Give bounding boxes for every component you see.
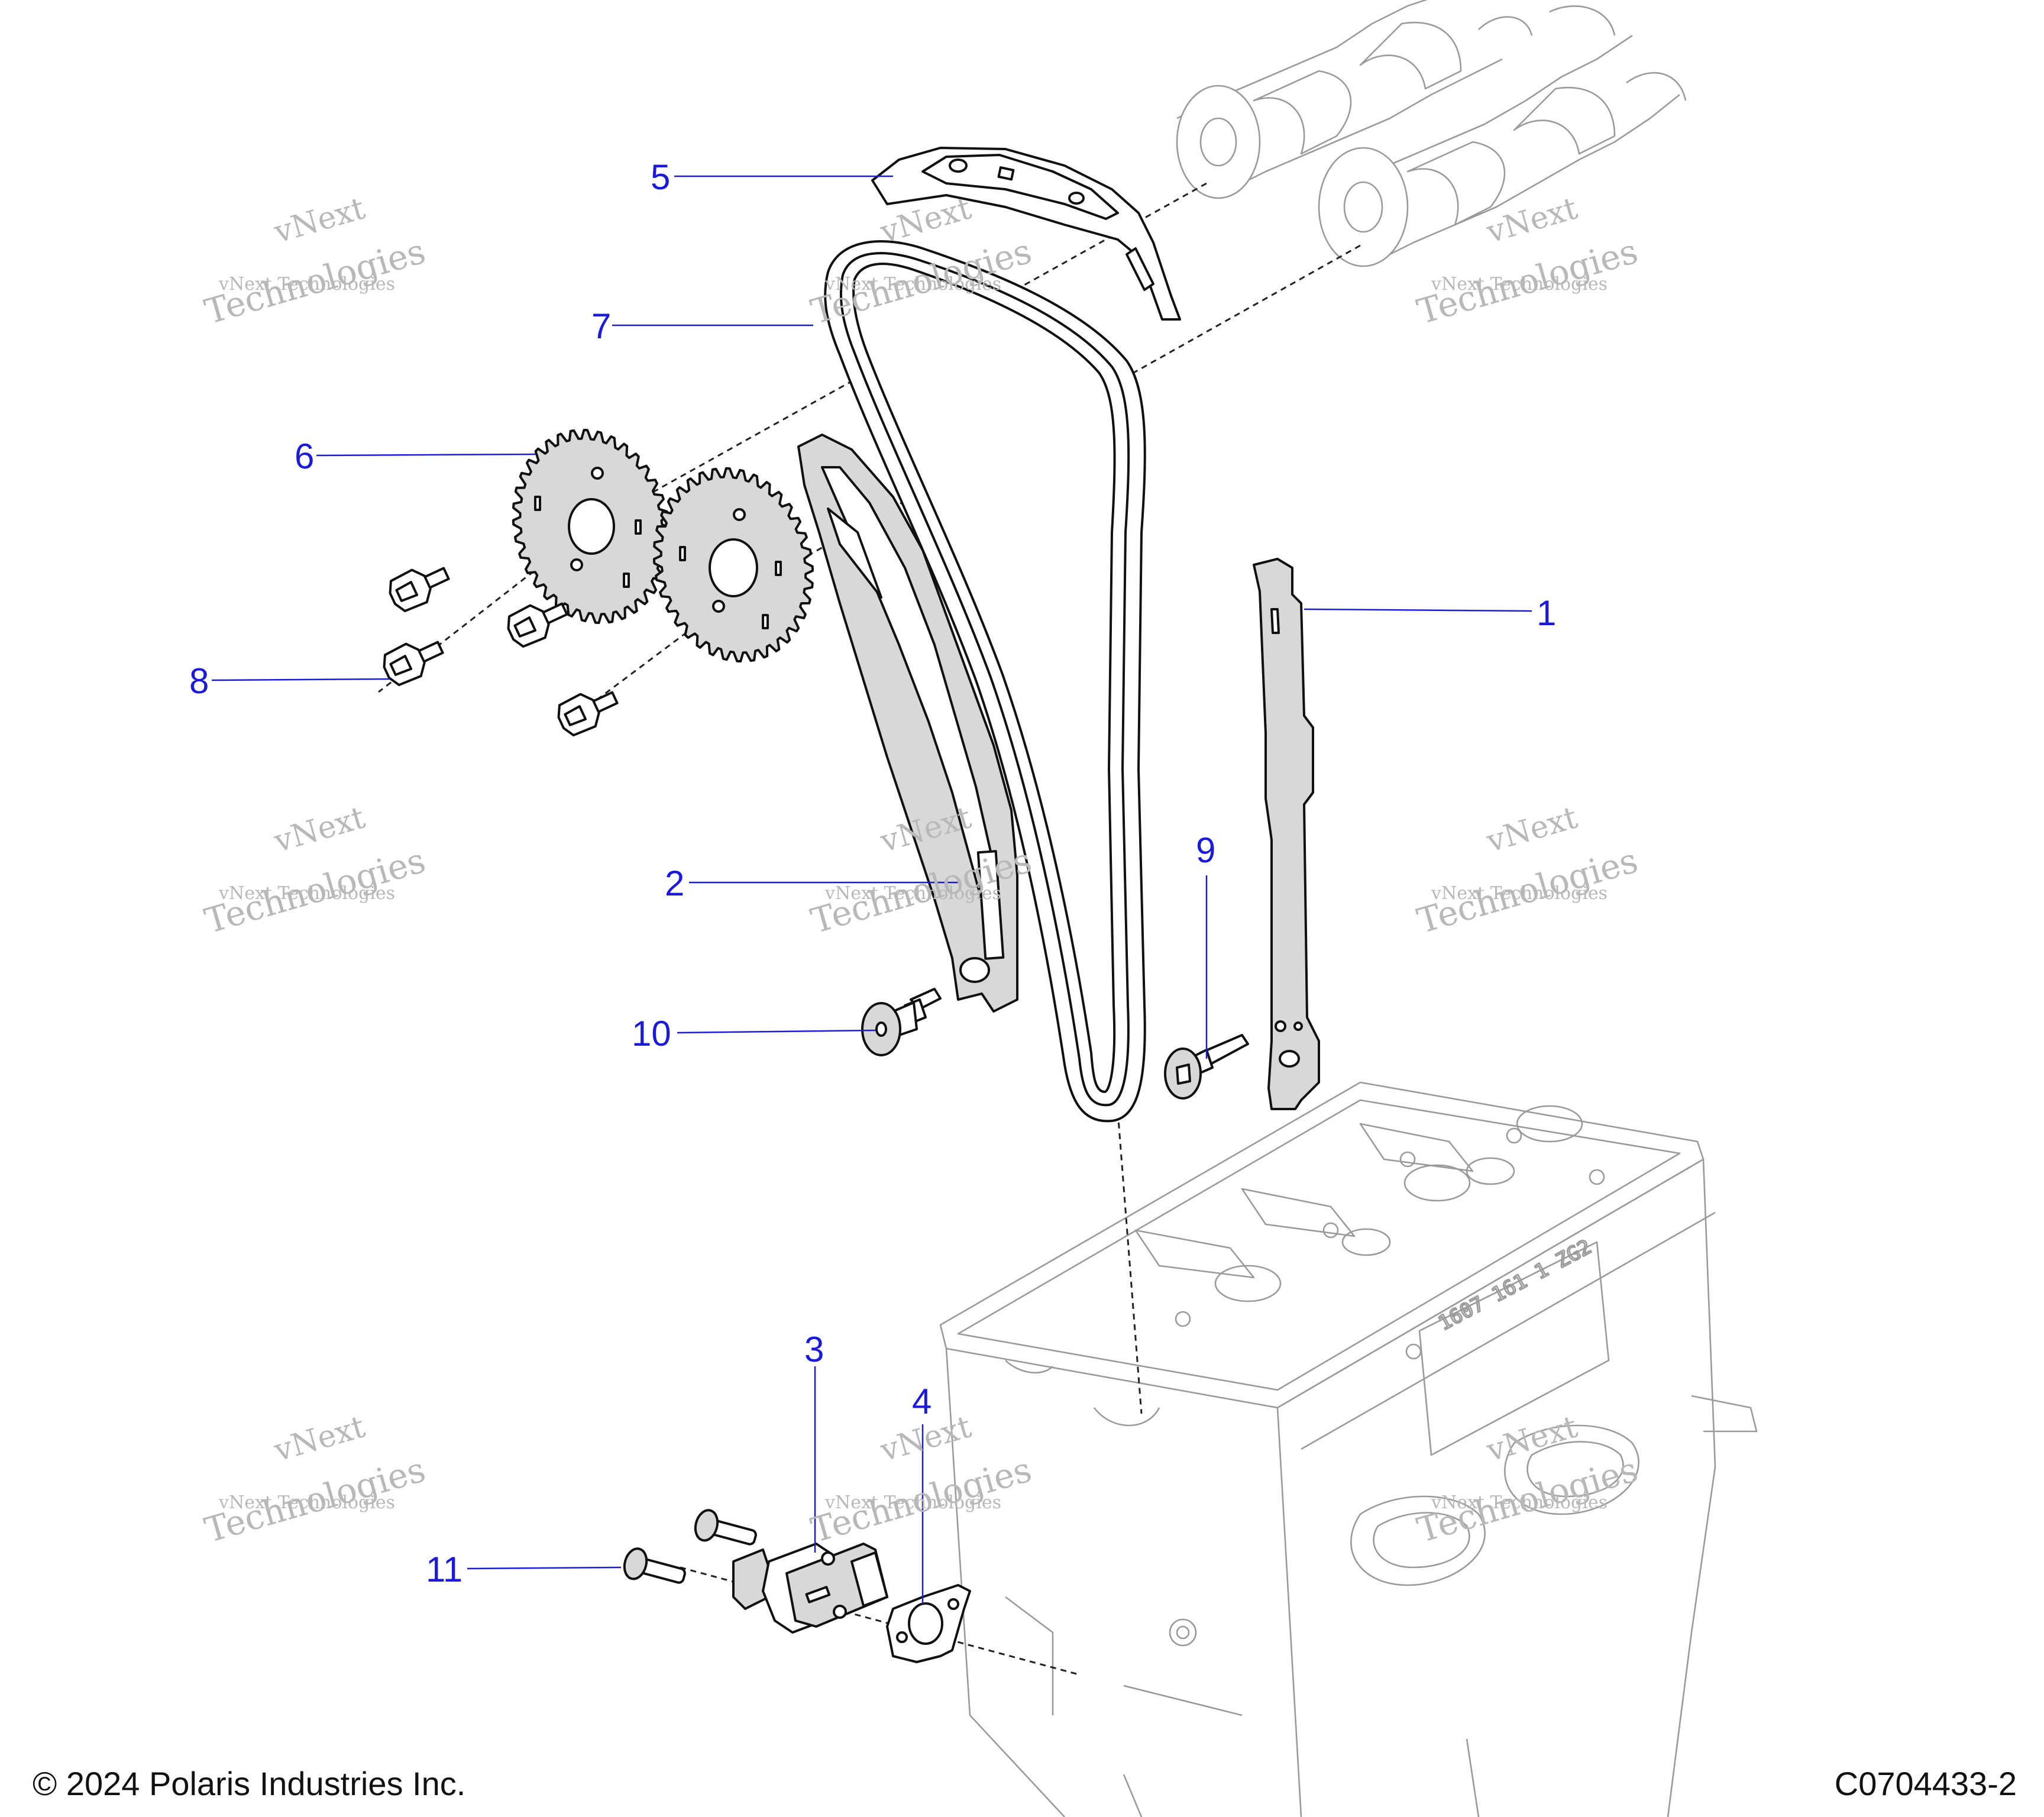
tensioner-bolt-upper <box>694 1509 757 1546</box>
sprocket-bolts <box>383 567 619 737</box>
bolt-d <box>557 691 619 737</box>
callout-2: 2 <box>665 864 684 903</box>
bolt-a <box>389 567 450 613</box>
tensioner-gasket <box>886 1584 971 1663</box>
tensioner-bolt-lower <box>623 1547 686 1584</box>
chain-tensioner <box>732 1543 888 1634</box>
cylinder-head-ghost: 1607 161 1 ZG2 <box>939 1081 1758 1817</box>
bolt-c <box>507 602 568 648</box>
sprocket-front <box>652 467 814 663</box>
watermark-line-1: vNext <box>270 800 368 859</box>
guide-pivot-bolt <box>861 988 942 1056</box>
watermark-line-2: vNext Technologies <box>1431 1492 1608 1513</box>
copyright-notice: © 2024 Polaris Industries Inc. <box>33 1765 465 1802</box>
figure-code: C0704433-2 <box>1835 1765 2017 1802</box>
watermark-line-2: vNext Technologies <box>218 274 395 295</box>
callouts: 5 7 6 1 8 2 9 10 3 4 11 <box>189 157 1556 1604</box>
watermark-line-1: vNext <box>270 190 368 250</box>
watermark-line-1: vNext <box>270 1409 368 1469</box>
callout-3: 3 <box>804 1330 824 1369</box>
callout-4: 4 <box>912 1382 932 1421</box>
callout-11: 11 <box>426 1550 463 1589</box>
watermark-line-2: vNext Technologies <box>1431 274 1608 295</box>
callout-10: 10 <box>632 1014 671 1053</box>
fixed-chain-guide <box>1253 558 1320 1110</box>
watermark-line-1: vNext <box>1482 1409 1581 1469</box>
watermark-line-1: vNext <box>1482 190 1581 250</box>
callout-5: 5 <box>651 157 670 197</box>
watermark-line-2: vNext Technologies <box>824 883 1001 904</box>
callout-8: 8 <box>189 661 209 701</box>
watermark-line-2: vNext Technologies <box>824 1492 1001 1513</box>
watermark-line-2: vNext Technologies <box>218 883 395 904</box>
camshaft-assembly-ghost <box>1176 0 1687 267</box>
callout-1: 1 <box>1537 593 1556 633</box>
bolt-b <box>383 641 444 687</box>
guide-bolt <box>1164 1034 1249 1100</box>
tensioner-bolts <box>623 1509 757 1584</box>
callout-9: 9 <box>1196 830 1215 870</box>
sprocket-rear <box>512 429 671 624</box>
callout-7: 7 <box>591 306 611 346</box>
watermark-line-2: vNext Technologies <box>218 1492 395 1513</box>
watermark-line-2: vNext Technologies <box>824 274 1001 295</box>
tensioner-chain-guide <box>797 434 1018 1013</box>
timing-chain <box>824 240 1146 1123</box>
watermark-line-2: vNext Technologies <box>1431 883 1608 904</box>
watermark-line-1: vNext <box>1482 800 1581 859</box>
cam-sprockets <box>512 429 814 663</box>
upper-chain-guide <box>871 147 1181 321</box>
callout-6: 6 <box>295 437 314 476</box>
